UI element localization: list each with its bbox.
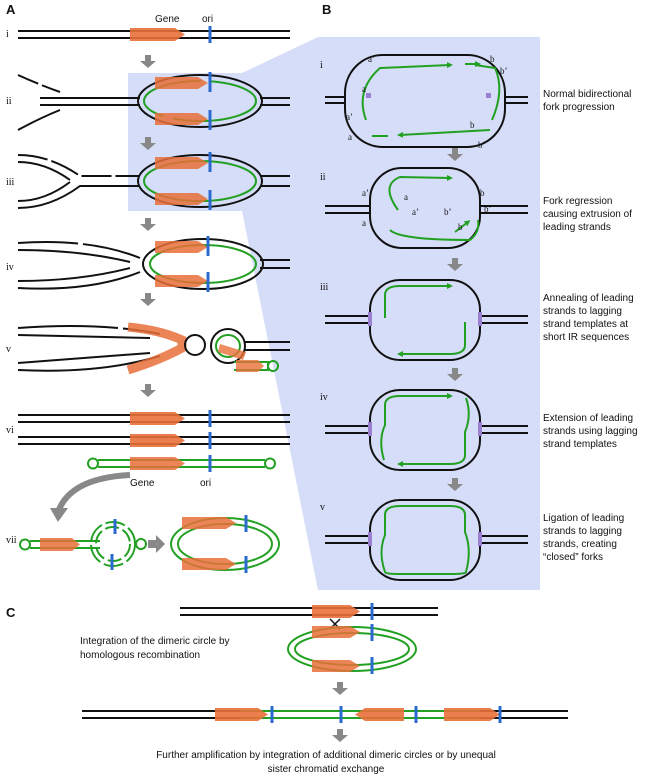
replication-bubble-v xyxy=(17,322,290,375)
step-label-b-i: i xyxy=(320,60,323,71)
site-b-prime-2: b’ xyxy=(478,140,486,150)
caption-line: Normal bidirectional xyxy=(543,89,631,100)
site-a-prime-ii: a’ xyxy=(362,188,369,198)
site-a-prime: a’ xyxy=(368,54,375,64)
site-b: b xyxy=(490,54,495,64)
step-label-a-vi: vi xyxy=(6,425,14,436)
caption-line: fork progression xyxy=(543,102,615,113)
site-b-prime: b’ xyxy=(500,66,508,76)
site-a-prime-ii-2: a’ xyxy=(412,207,419,217)
highlight-region xyxy=(128,37,540,590)
hairpin-product xyxy=(87,455,276,472)
site-b-2: b xyxy=(470,120,475,130)
footer-line: sister chromatid exchange xyxy=(268,764,385,775)
panel-b: i ii iii iv v a a’ b xyxy=(320,54,638,581)
caption-line: short IR sequences xyxy=(543,332,629,343)
step-label-b-ii: ii xyxy=(320,172,326,183)
site-a-2: a xyxy=(348,132,352,142)
bubble-b-i: a a’ b b’ a’ b b’ a xyxy=(325,54,528,150)
dna-duplex xyxy=(18,26,290,43)
step-label-a-v: v xyxy=(6,344,11,355)
bubble-b-ii: a’ a a’ a b b’ b’ b xyxy=(325,167,528,249)
caption-line: strands to lagging xyxy=(543,306,622,317)
caption-line: Fork regression xyxy=(543,196,612,207)
caption-line: causing extrusion of xyxy=(543,209,632,220)
footer-line: Further amplification by integration of … xyxy=(156,750,496,761)
caption-line: Annealing of leading xyxy=(543,293,634,304)
down-arrow-c xyxy=(332,682,348,695)
gene-label-vi: Gene xyxy=(130,478,155,489)
replicated-duplexes-vi: Gene ori xyxy=(18,410,290,489)
down-arrow-c-2 xyxy=(332,729,348,742)
caption-line: strand templates xyxy=(543,439,617,450)
step-arrows xyxy=(140,55,156,397)
replication-bubble-ii xyxy=(17,72,290,131)
caption-c-line: Integration of the dimeric circle by xyxy=(80,636,230,647)
caption-line: strand templates at xyxy=(543,319,628,330)
ori-label: ori xyxy=(202,14,213,25)
dimeric-circle-formation xyxy=(19,515,280,573)
site-a-ii-2: a xyxy=(362,218,366,228)
caption-line: leading strands xyxy=(543,222,611,233)
caption-line: “closed” forks xyxy=(543,552,603,563)
site-a-prime-2: a’ xyxy=(346,112,353,122)
panel-label-c: C xyxy=(6,605,16,620)
caption-b-i: Normal bidirectional fork progression xyxy=(543,89,631,113)
caption-line: Ligation of leading xyxy=(543,513,624,524)
step-label-a-iii: iii xyxy=(6,177,15,188)
ori-label-vi: ori xyxy=(200,478,211,489)
replication-bubble-iv xyxy=(17,236,290,292)
step-label-a-vii: vii xyxy=(6,535,17,546)
bubble-b-iv xyxy=(325,389,528,471)
step-label-b-iii: iii xyxy=(320,282,329,293)
step-label-b-v: v xyxy=(320,502,325,513)
gene-label: Gene xyxy=(155,14,180,25)
site-b-ii: b xyxy=(480,188,485,198)
curved-arrow-head xyxy=(50,508,68,522)
caption-b-v: Ligation of leading strands to lagging s… xyxy=(543,513,624,563)
caption-line: strands to lagging xyxy=(543,526,622,537)
panel-label-b: B xyxy=(322,2,331,17)
panel-c: Integration of the dimeric circle by hom… xyxy=(80,603,568,775)
site-a: a xyxy=(362,84,366,94)
panel-a: Gene ori i ii iii iv v vi vii xyxy=(6,14,290,573)
step-label-a-i: i xyxy=(6,29,9,40)
step-arrows-b xyxy=(447,148,463,491)
site-b-ii-2: b xyxy=(458,222,463,232)
replication-bubble-iii xyxy=(17,152,290,210)
site-b-prime-ii-2: b’ xyxy=(444,207,452,217)
caption-b-iv: Extension of leading strands using laggi… xyxy=(543,413,638,450)
step-label-b-iv: iv xyxy=(320,392,328,403)
site-b-prime-ii: b’ xyxy=(484,204,492,214)
panel-label-a: A xyxy=(6,2,16,17)
bubble-b-iii xyxy=(325,279,528,361)
site-a-ii: a xyxy=(404,192,408,202)
bubble-b-v xyxy=(325,499,528,581)
caption-b-iii: Annealing of leading strands to lagging … xyxy=(543,293,634,343)
step-label-a-ii: ii xyxy=(6,96,12,107)
caption-line: strands, creating xyxy=(543,539,617,550)
caption-line: Extension of leading xyxy=(543,413,633,424)
caption-b-ii: Fork regression causing extrusion of lea… xyxy=(543,196,632,233)
curved-arrow xyxy=(55,472,131,514)
caption-line: strands using lagging xyxy=(543,426,638,437)
step-label-a-iv: iv xyxy=(6,262,14,273)
caption-c-line: homologous recombination xyxy=(80,650,200,661)
